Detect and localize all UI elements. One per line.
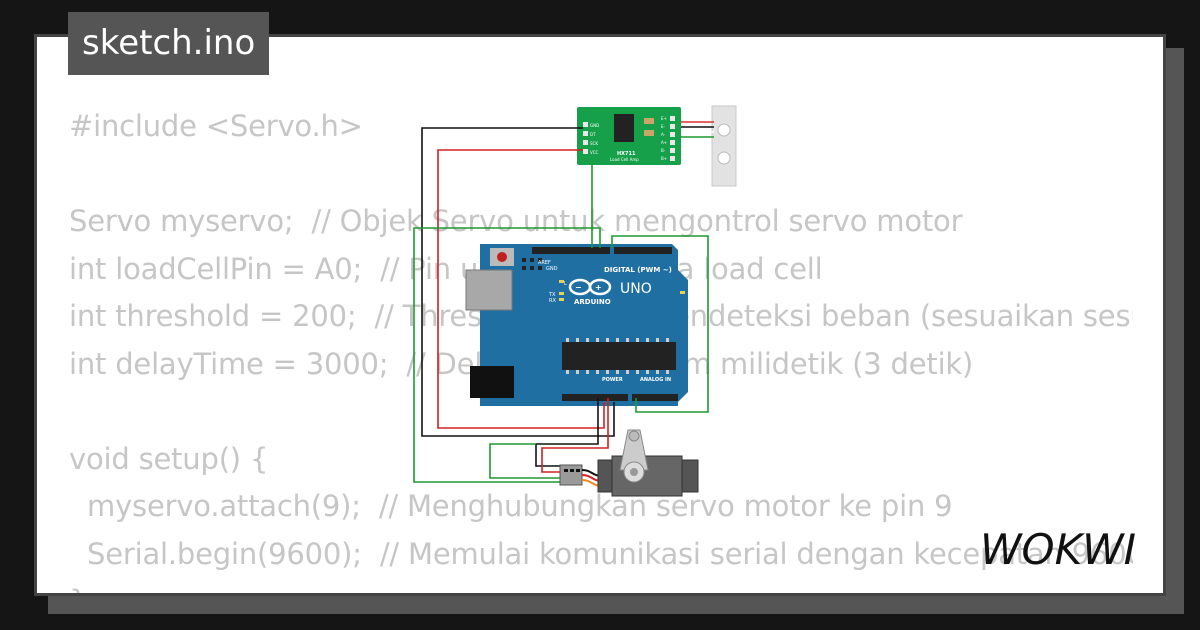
hx711-pin-label: A+	[661, 140, 667, 145]
board-brand: ARDUINO	[574, 298, 611, 306]
hx711-pin-label: VCC	[590, 150, 599, 155]
code-line: void setup() {	[69, 441, 269, 476]
on-label: ON	[692, 292, 700, 298]
hx711-pin-label: A-	[661, 132, 666, 137]
hx711-module[interactable]: GND DT SCK VCC E+ E- A- A+ B- B+ HX711 L…	[577, 107, 681, 165]
board-model: UNO	[620, 281, 652, 297]
hx711-pin-label: E-	[661, 124, 666, 129]
hx711-pin-label: SCK	[590, 141, 598, 146]
l-led-label: L	[564, 281, 567, 287]
hx711-subtitle: Load Cell Amp	[610, 157, 639, 162]
wokwi-logo[interactable]: WOKWI	[978, 526, 1150, 578]
code-line: Serial.begin(9600); // Memulai komunikas…	[69, 536, 1133, 571]
load-cell[interactable]	[711, 105, 737, 187]
file-tab[interactable]: sketch.ino	[68, 12, 270, 75]
tx-label: TX	[548, 292, 556, 298]
gnd-label: GND	[546, 266, 558, 272]
logo-text: WOKWI	[980, 526, 1136, 574]
hx711-pin-label: B-	[661, 148, 666, 153]
arduino-uno-board[interactable]: DIGITAL (PWM ~) AREF GND − + UNO ARDUINO…	[465, 244, 700, 406]
arduino-logo-icon: − +	[568, 278, 612, 296]
code-line: myservo.attach(9); // Menghubungkan serv…	[69, 489, 953, 523]
hx711-pin-label: E+	[661, 116, 667, 121]
hx711-pin-label: DT	[590, 132, 596, 137]
servo-motor[interactable]	[559, 429, 699, 497]
power-label: POWER	[602, 377, 623, 383]
wires	[413, 127, 709, 483]
code-line: Servo myservo; // Objek Servo untuk meng…	[69, 204, 963, 238]
rx-label: RX	[549, 298, 556, 304]
svg-text:+: +	[595, 283, 602, 292]
digital-label: DIGITAL (PWM ~)	[604, 266, 672, 274]
analog-label: ANALOG IN	[640, 377, 671, 383]
code-line: #include <Servo.h>	[69, 109, 363, 143]
svg-text:−: −	[575, 283, 582, 292]
aref-label: AREF	[538, 260, 551, 266]
hx711-name: HX711	[617, 151, 636, 157]
hx711-pin-label: B+	[661, 156, 667, 161]
hx711-pin-label: GND	[590, 123, 599, 128]
code-line: }	[69, 578, 1133, 593]
